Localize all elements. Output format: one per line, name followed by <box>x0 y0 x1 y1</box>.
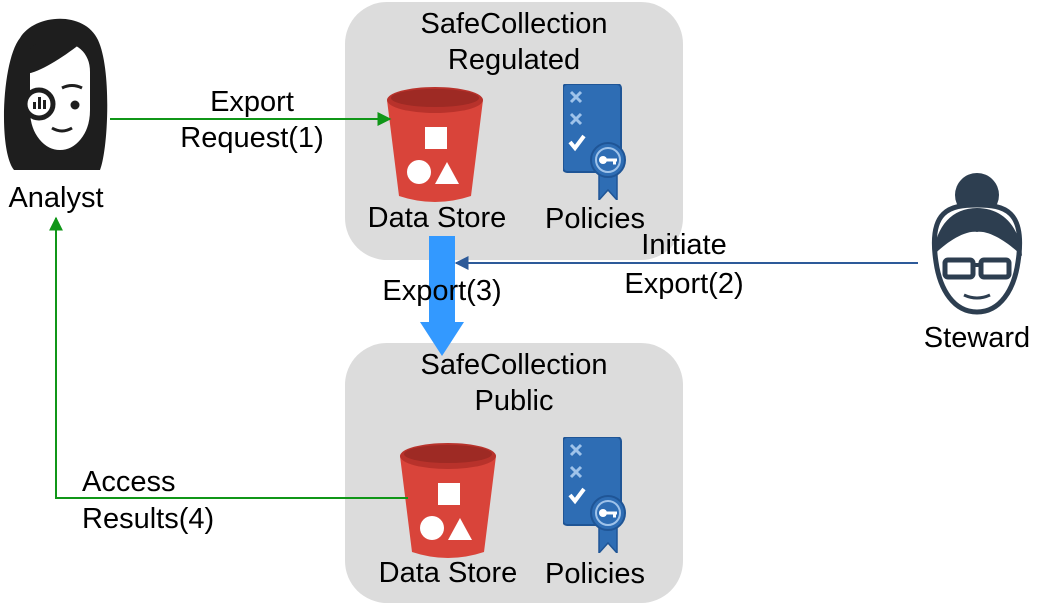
public-data-store-label: Data Store <box>379 557 518 589</box>
regulated-title-line1: SafeCollection <box>421 8 608 40</box>
public-data-store-bucket-icon <box>400 443 496 558</box>
analyst-label: Analyst <box>8 182 103 214</box>
access-results-label-line2: Results(4) <box>82 503 214 535</box>
access-results-label-line1: Access <box>82 466 175 498</box>
export-arrow <box>420 236 464 356</box>
access-results-arrow <box>49 216 408 499</box>
public-title-line2: Public <box>475 385 554 417</box>
initiate-export-label-line2: Export(2) <box>624 268 743 300</box>
analyst-person-magnifier-icon <box>3 18 108 170</box>
export-request-label-line2: Request(1) <box>180 122 323 154</box>
regulated-data-store-bucket-icon <box>387 87 483 202</box>
initiate-export-label-line1: Initiate <box>641 229 726 261</box>
export-label: Export(3) <box>382 275 501 307</box>
regulated-policies-label: Policies <box>545 203 645 235</box>
public-title-line1: SafeCollection <box>421 349 608 381</box>
regulated-data-store-label: Data Store <box>368 202 507 234</box>
regulated-title-line2: Regulated <box>448 44 580 76</box>
public-policies-label: Policies <box>545 558 645 590</box>
steward-person-glasses-icon <box>931 173 1023 315</box>
export-request-label-line1: Export <box>210 86 294 118</box>
steward-label: Steward <box>924 322 1030 354</box>
